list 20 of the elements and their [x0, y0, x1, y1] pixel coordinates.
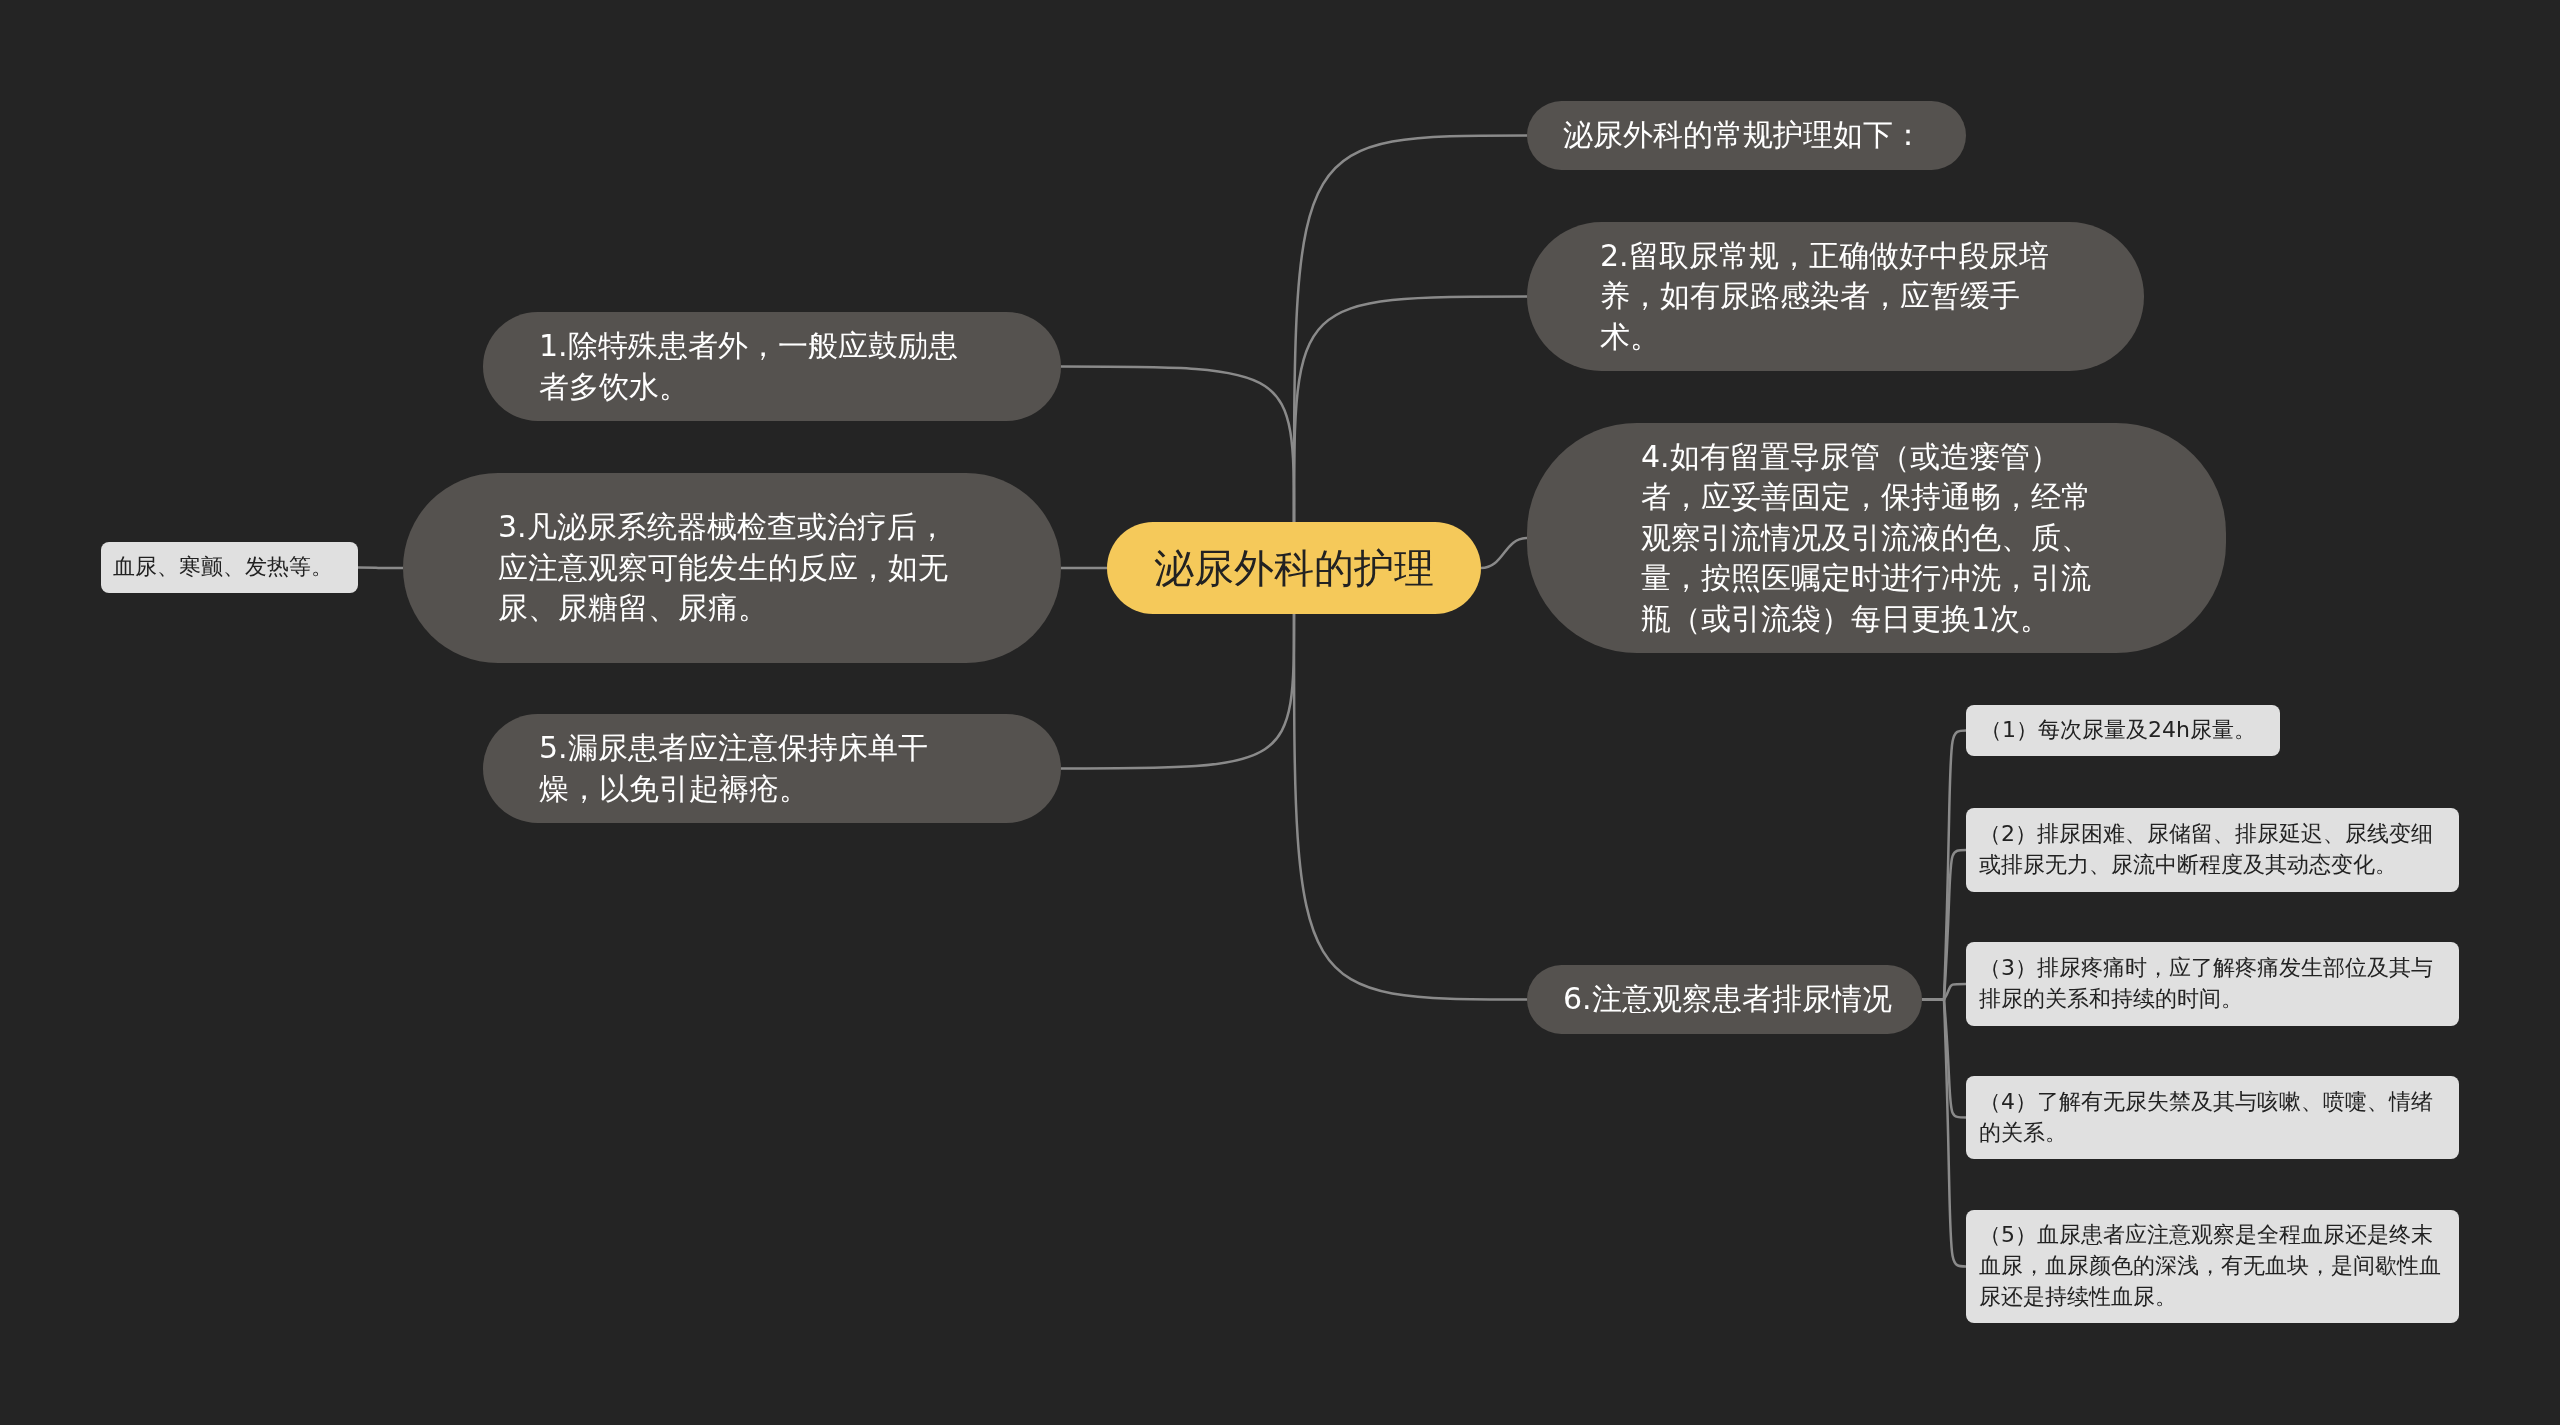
- topic-box: 6.注意观察患者排尿情况: [1527, 965, 1922, 1034]
- subtopic-box: （4）了解有无尿失禁及其与咳嗽、喷嚏、情绪的关系。: [1966, 1076, 2459, 1159]
- subtopic-box: （3）排尿疼痛时，应了解疼痛发生部位及其与排尿的关系和持续的时间。: [1966, 942, 2459, 1026]
- topic-box: 2.留取尿常规，正确做好中段尿培养，如有尿路感染者，应暂缓手术。: [1527, 222, 2144, 371]
- connector-line: [1292, 295, 1527, 522]
- connector-line: [1061, 566, 1107, 570]
- connector-line: [1292, 614, 1527, 1001]
- topic-box: 4.如有留置导尿管（或造瘘管）者，应妥善固定，保持通畅，经常观察引流情况及引流液的色、质、量，按照医嘱定时进行冲洗，引流瓶（或引流袋）每日更换1次。: [1527, 423, 2226, 653]
- subtopic-box: （2）排尿困难、尿储留、排尿延迟、尿线变细或排尿无力、尿流中断程度及其动态变化。: [1966, 808, 2459, 892]
- topic-box: 3.凡泌尿系统器械检查或治疗后，应注意观察可能发生的反应，如无尿、尿糖留、尿痛。: [403, 473, 1061, 663]
- subtopic-box: （1）每次尿量及24h尿量。: [1966, 705, 2280, 756]
- topic-box: 5.漏尿患者应注意保持床单干燥，以免引起褥疮。: [483, 714, 1061, 823]
- connector-line: [1480, 536, 1528, 570]
- subtopic-box: 血尿、寒颤、发热等。: [101, 542, 358, 593]
- central-topic: 泌尿外科的护理: [1107, 522, 1481, 614]
- subtopic-box: （5）血尿患者应注意观察是全程血尿还是终末血尿，血尿颜色的深浅，有无血块，是间歇性血尿还是持续性血尿。: [1966, 1210, 2459, 1323]
- connector-line: [358, 566, 403, 570]
- topic-box: 1.除特殊患者外，一般应鼓励患者多饮水。: [483, 312, 1061, 421]
- connector-line: [1922, 998, 1967, 1268]
- topic-box: 泌尿外科的常规护理如下：: [1527, 101, 1966, 170]
